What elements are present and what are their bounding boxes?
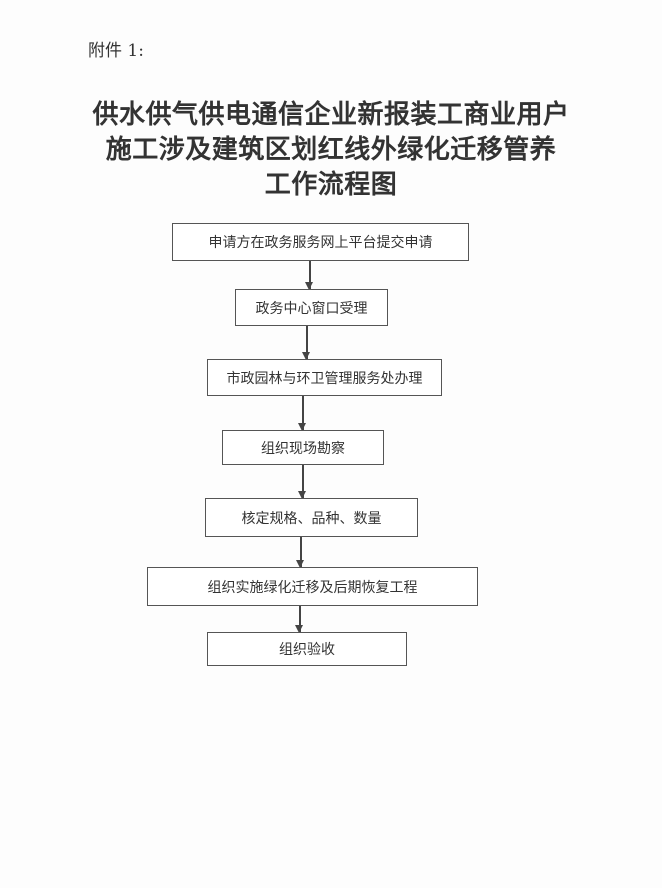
flow-step-submit-application: 申请方在政务服务网上平台提交申请 — [172, 223, 469, 261]
flow-step-window-acceptance: 政务中心窗口受理 — [235, 289, 388, 326]
flow-arrow — [303, 326, 309, 360]
title-line-1: 供水供气供电通信企业新报装工商业用户 — [92, 100, 570, 130]
flow-arrow — [306, 261, 312, 290]
flow-step-acceptance-check: 组织验收 — [207, 632, 407, 666]
title-line-3: 工作流程图 — [264, 170, 398, 200]
flow-step-implement-relocation: 组织实施绿化迁移及后期恢复工程 — [147, 567, 478, 606]
flow-step-site-survey: 组织现场勘察 — [222, 430, 384, 465]
flow-arrow — [297, 537, 303, 568]
flow-arrow — [299, 396, 305, 431]
title-line-2: 施工涉及建筑区划红线外绿化迁移管养 — [105, 135, 557, 165]
flow-arrow — [296, 606, 302, 633]
flow-step-processing: 市政园林与环卫管理服务处办理 — [207, 359, 442, 396]
flow-step-verify-specs: 核定规格、品种、数量 — [205, 498, 418, 537]
flow-arrow — [299, 465, 305, 499]
attachment-label: 附件 1: — [88, 41, 144, 61]
